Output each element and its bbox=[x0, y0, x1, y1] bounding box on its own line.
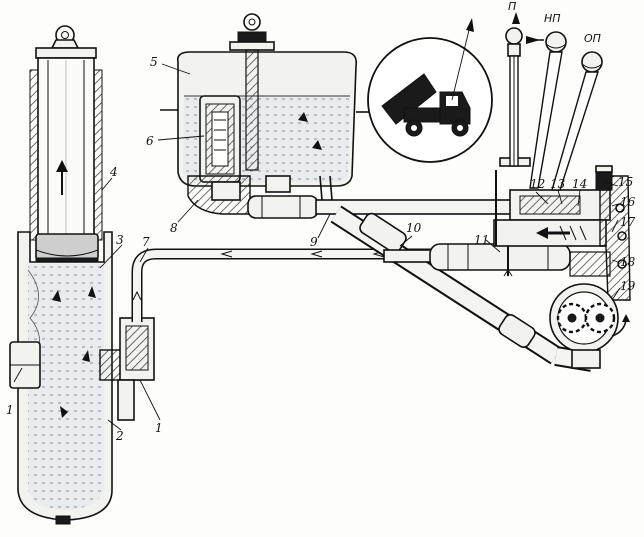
dump-truck-inset bbox=[367, 18, 493, 163]
callout-19: 19 bbox=[620, 279, 636, 293]
distributor-valve-block bbox=[493, 157, 631, 301]
oil-tank bbox=[160, 51, 370, 187]
callout-17: 17 bbox=[620, 215, 636, 229]
lever-label-np: НП bbox=[544, 12, 561, 25]
lever-p bbox=[505, 12, 523, 167]
callout-10: 10 bbox=[406, 221, 422, 235]
tank-filler-cap bbox=[229, 13, 275, 171]
callout-16: 16 bbox=[620, 195, 636, 209]
callout-labels: 1 1 2 3 4 5 6 7 8 9 10 11 12 13 14 15 16… bbox=[6, 55, 636, 443]
callout-9: 9 bbox=[310, 235, 318, 249]
callout-4: 4 bbox=[109, 165, 118, 179]
cylinder-top-eye bbox=[50, 25, 80, 49]
callout-5: 5 bbox=[150, 55, 158, 69]
lever-np bbox=[526, 31, 567, 189]
piston bbox=[35, 233, 99, 265]
supply-pipe bbox=[247, 175, 513, 219]
callout-3: 3 bbox=[116, 233, 124, 247]
dump-truck-icon bbox=[381, 73, 471, 137]
callout-12: 12 bbox=[530, 177, 545, 191]
callout-14: 14 bbox=[572, 177, 587, 191]
lever-label-op: ОП bbox=[584, 32, 601, 45]
callout-15: 15 bbox=[618, 175, 633, 189]
cylinder-lower-body bbox=[17, 231, 113, 525]
lever-label-p: П bbox=[508, 0, 516, 13]
callout-1-right: 1 bbox=[155, 421, 163, 435]
tank-filter bbox=[199, 95, 241, 183]
callout-18: 18 bbox=[620, 255, 636, 269]
lever-labels: П НП ОП bbox=[508, 0, 601, 45]
lever-op bbox=[551, 51, 603, 191]
tank-outlet-valve bbox=[187, 175, 291, 215]
callout-1-left: 1 bbox=[6, 403, 14, 417]
cylinder-side-fitting bbox=[99, 317, 155, 421]
callout-2: 2 bbox=[115, 429, 124, 443]
callout-leaders bbox=[13, 63, 621, 431]
callout-8: 8 bbox=[170, 221, 178, 235]
callout-11: 11 bbox=[474, 233, 489, 247]
gear-pump bbox=[549, 283, 630, 369]
flow-up-arrow bbox=[56, 160, 68, 195]
callout-6: 6 bbox=[146, 134, 154, 148]
cylinder-plunger-tube bbox=[35, 47, 97, 239]
callout-13: 13 bbox=[550, 177, 566, 191]
lift-cylinder bbox=[9, 25, 155, 525]
callout-7: 7 bbox=[142, 235, 150, 249]
